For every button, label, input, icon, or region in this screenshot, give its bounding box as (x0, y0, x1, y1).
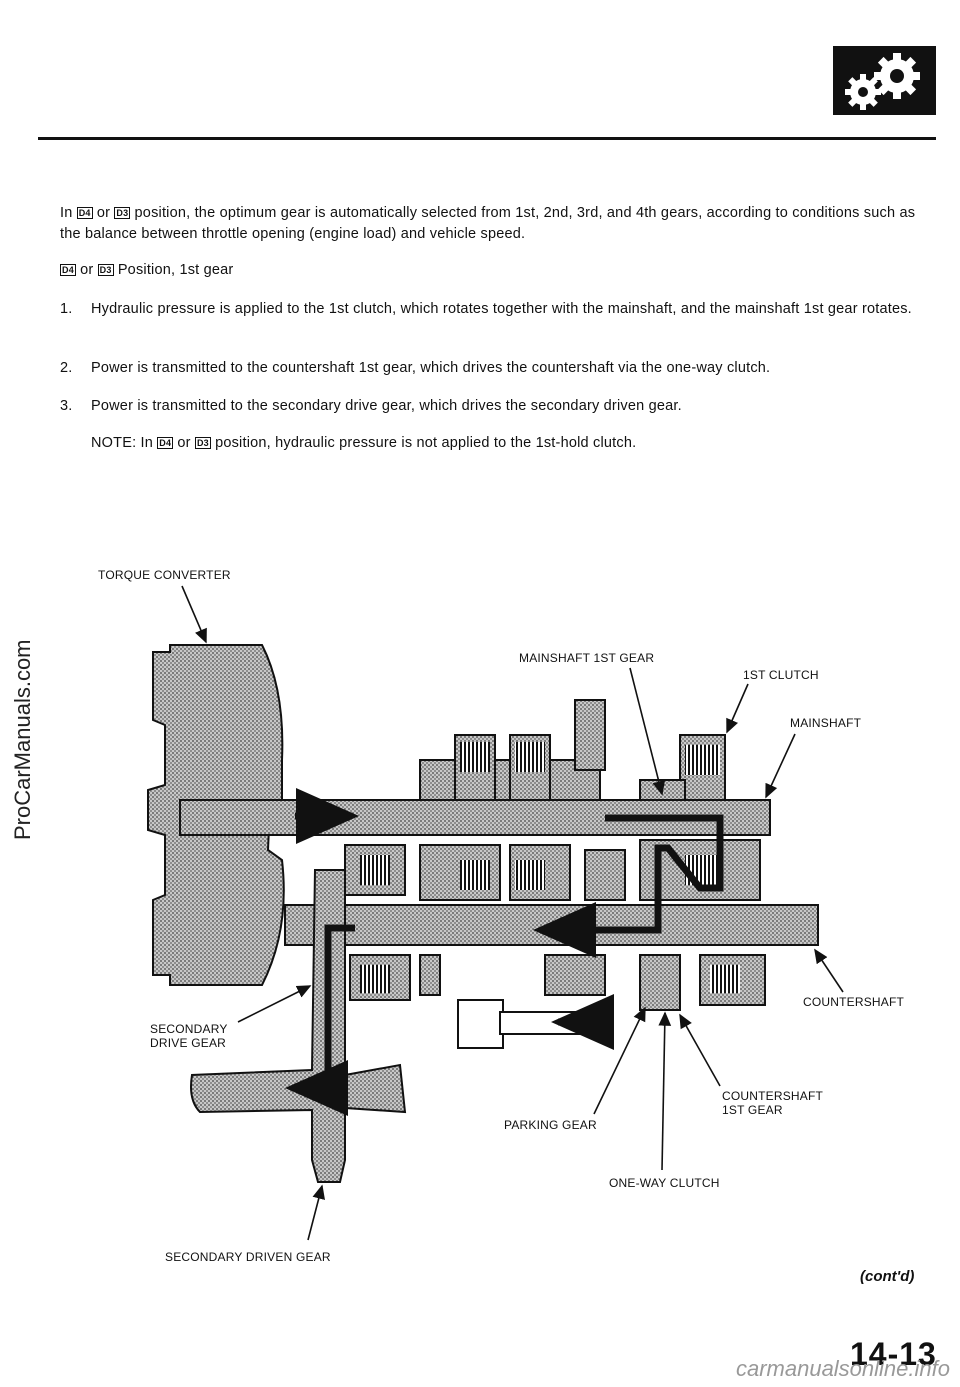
heading-text: Position, 1st gear (117, 262, 234, 278)
continued-note: (cont'd) (860, 1268, 915, 1285)
label-mainshaft: MAINSHAFT (790, 716, 862, 730)
label-parking-gear: PARKING GEAR (504, 1118, 597, 1132)
note: NOTE: In D4 or D3 position, hydraulic pr… (91, 433, 636, 454)
parking-gear (639, 954, 681, 1011)
step-number: 1. (60, 301, 73, 317)
lower-gear-c (544, 954, 606, 996)
note-text: position, hydraulic pressure is not appl… (215, 435, 637, 451)
first-gear-body (639, 779, 686, 801)
section-gear-icon (833, 46, 936, 115)
label-countershaft-1st-gear: COUNTERSHAFT 1ST GEAR (722, 1089, 823, 1117)
intro-or: or (96, 205, 111, 221)
step-text: Power is transmitted to the countershaft… (91, 360, 771, 376)
lower-gear-b (419, 954, 441, 996)
page-number: 14-13 (850, 1336, 937, 1372)
flow-arrow-output (285, 924, 355, 1116)
d4-badge: D4 (157, 437, 174, 449)
label-secondary-driven-gear: SECONDARY DRIVEN GEAR (165, 1250, 331, 1264)
label-one-way-clutch: ONE-WAY CLUTCH (609, 1176, 720, 1190)
d3-label: D3 (99, 265, 112, 275)
step-number: 2. (60, 360, 73, 376)
bottom-watermark: carmanualsonline.info (735, 1356, 950, 1381)
d3-badge: D3 (97, 264, 114, 276)
intro-in: In (60, 205, 73, 221)
step-3: 3. Power is transmitted to the secondary… (60, 396, 920, 417)
servo (457, 999, 504, 1049)
d4-badge: D4 (60, 264, 76, 276)
d3-badge: D3 (114, 207, 131, 219)
header-rule (38, 137, 936, 140)
section-heading: D4 or D3 Position, 1st gear (60, 260, 233, 281)
label-line: SECONDARY (150, 1022, 228, 1036)
secondary-shaft (190, 869, 407, 1183)
label-countershaft: COUNTERSHAFT (803, 995, 905, 1009)
label-line: 1ST GEAR (722, 1103, 783, 1117)
d4-badge: D4 (76, 207, 93, 219)
heading-or: or (80, 262, 94, 278)
d4-label: D4 (78, 208, 91, 218)
mid-gear-d (584, 849, 626, 901)
step-2: 2. Power is transmitted to the countersh… (60, 358, 920, 379)
d3-badge: D3 (194, 437, 211, 449)
step-text: Hydraulic pressure is applied to the 1st… (91, 301, 912, 317)
intro-text: position, the optimum gear is automatica… (60, 205, 916, 242)
label-torque-converter: TORQUE CONVERTER (98, 568, 231, 582)
label-line: DRIVE GEAR (150, 1036, 227, 1050)
flow-arrow-first-gear (533, 814, 724, 958)
label-1st-clutch: 1ST CLUTCH (743, 668, 819, 682)
label-secondary-drive-gear: SECONDARY DRIVE GEAR (150, 1022, 228, 1050)
label-line: COUNTERSHAFT (722, 1089, 824, 1103)
d4-label: D4 (159, 438, 172, 448)
countershaft (284, 904, 819, 946)
step-1: 1. Hydraulic pressure is applied to the … (60, 299, 920, 320)
step-number: 3. (60, 398, 73, 414)
d3-label: D3 (196, 438, 209, 448)
step-text: Power is transmitted to the secondary dr… (91, 398, 682, 414)
note-label: NOTE: In (91, 435, 154, 451)
d4-label: D4 (62, 265, 74, 275)
d3-label: D3 (116, 208, 129, 218)
note-or: or (177, 435, 191, 451)
intro-paragraph: In D4 or D3 position, the optimum gear i… (60, 203, 920, 245)
mainshaft-gear-top (574, 699, 606, 771)
label-mainshaft-1st-gear: MAINSHAFT 1ST GEAR (519, 651, 655, 665)
